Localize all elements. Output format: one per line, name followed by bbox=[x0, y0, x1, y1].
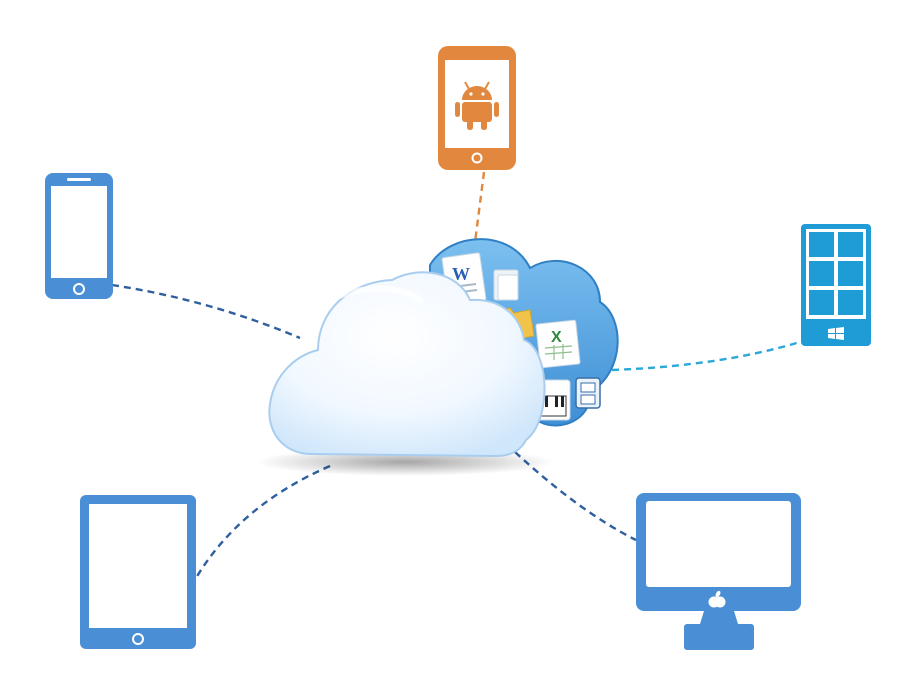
generic-phone-home-button bbox=[73, 283, 85, 295]
generic-phone-speaker bbox=[67, 178, 91, 181]
svg-text:W: W bbox=[452, 264, 470, 284]
android-robot-icon bbox=[455, 81, 499, 130]
generic-phone bbox=[45, 173, 113, 299]
edge-cloud-generic-phone bbox=[111, 283, 301, 340]
excel-spreadsheet-icon: X bbox=[535, 319, 581, 369]
windows-tile-grid bbox=[809, 232, 863, 315]
monitor-stand-base bbox=[684, 624, 754, 650]
edge-cloud-android-phone bbox=[472, 171, 486, 251]
windows-phone bbox=[801, 224, 871, 346]
film-strip-icon bbox=[575, 377, 601, 409]
tablet-home-button bbox=[132, 633, 144, 645]
cloud-icon bbox=[268, 271, 546, 458]
android-phone bbox=[438, 46, 516, 170]
windows-logo-icon bbox=[828, 327, 844, 340]
svg-text:X: X bbox=[551, 329, 562, 346]
connector-lines bbox=[111, 171, 801, 579]
monitor-stand-neck bbox=[700, 611, 738, 624]
monitor-screen bbox=[646, 501, 791, 587]
android-phone-home-button bbox=[471, 152, 483, 164]
edge-cloud-windows-phone bbox=[611, 340, 801, 372]
blank-document-icon bbox=[493, 269, 519, 301]
tablet bbox=[80, 495, 196, 649]
apple-logo-icon bbox=[708, 590, 726, 608]
edge-cloud-desktop-monitor bbox=[514, 451, 637, 542]
desktop-monitor bbox=[636, 493, 801, 650]
edge-cloud-tablet bbox=[194, 464, 331, 579]
generic-phone-screen bbox=[51, 186, 107, 278]
cloud bbox=[255, 271, 555, 476]
tablet-screen bbox=[89, 504, 187, 628]
